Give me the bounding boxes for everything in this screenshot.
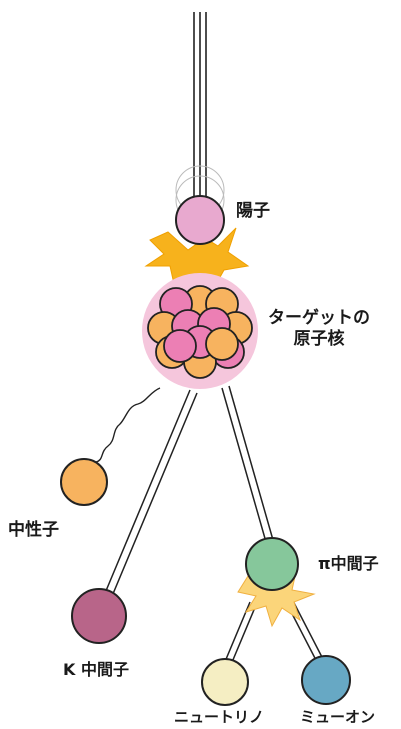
neutron-wavy-track [95,387,161,463]
kaon-label: K 中間子 [63,660,129,679]
neutron-label: 中性子 [8,520,59,540]
neutrino-particle [201,658,249,706]
kaon-track [102,389,198,602]
proton-particle [175,195,225,245]
pion-label: π中間子 [318,554,379,573]
neutrino-track [223,601,257,668]
muon-label: ミューオン [300,708,376,726]
neutron-particle [60,458,108,506]
proton-label: 陽子 [236,201,270,221]
pion-particle [245,537,299,591]
target-nucleus [147,285,253,379]
target-nucleus-label-line1: ターゲットの [268,308,370,328]
neutrino-label: ニュートリノ [174,708,265,726]
target-nucleus-label-line2: 原子核 [293,329,345,350]
proton-beam [193,12,207,196]
pion-track [221,385,274,543]
kaon-particle [71,588,127,644]
muon-particle [301,655,351,705]
target-nucleus-label: ターゲットの 原子核 [268,308,370,351]
